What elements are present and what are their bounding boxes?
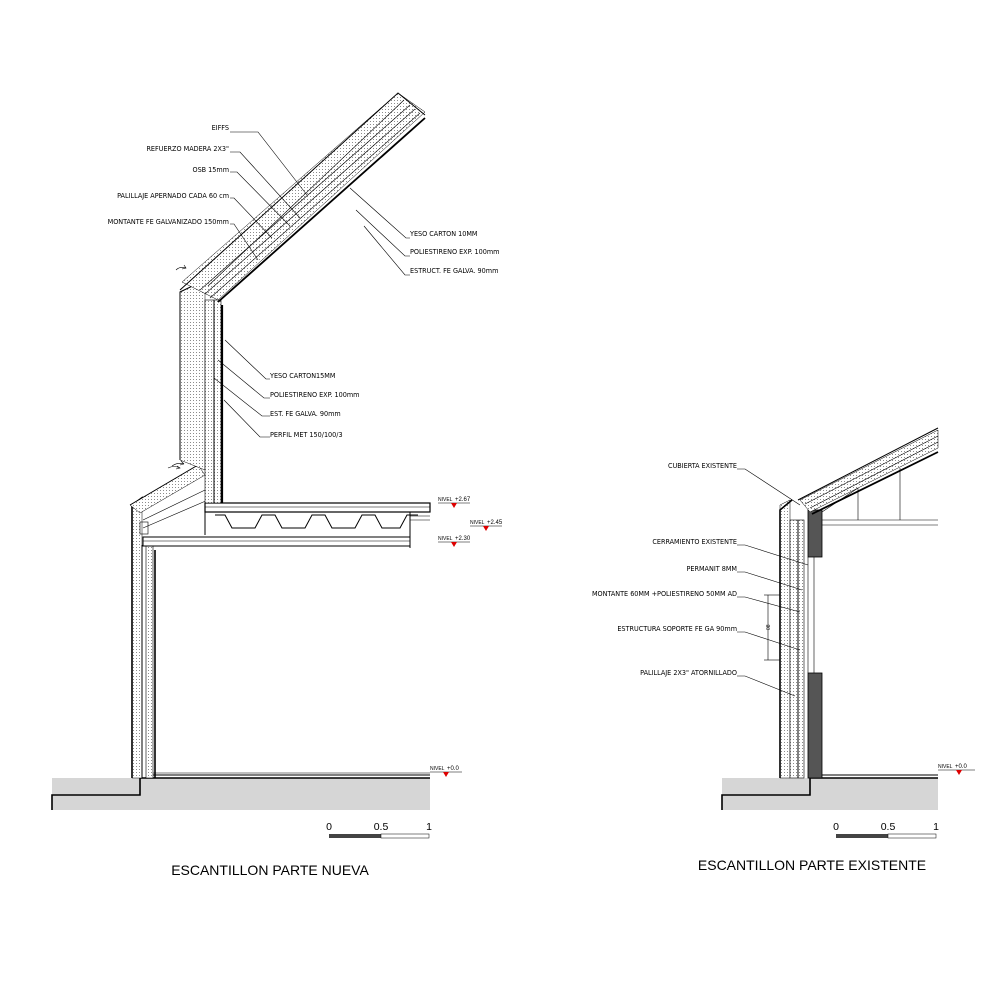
level-marker-267: NIVEL +2.67	[438, 497, 471, 508]
new-roof	[179, 92, 426, 303]
new-leaders	[213, 131, 410, 438]
label-estructura-soporte: ESTRUCTURA SOPORTE FE GA 90mm	[617, 624, 737, 633]
label-cubierta-existente: CUBIERTA EXISTENTE	[668, 461, 737, 470]
new-ground	[51, 772, 430, 810]
svg-text:1: 1	[933, 821, 939, 833]
label-perfil-met: PERFIL MET 150/100/3	[270, 430, 343, 439]
svg-text:1: 1	[426, 821, 432, 833]
svg-text:+0.0: +0.0	[955, 764, 968, 770]
label-est-fe-galva: EST. FE GALVA. 90mm	[270, 409, 341, 418]
existing-leaders	[737, 468, 809, 697]
svg-text:0: 0	[326, 821, 332, 833]
svg-text:0.5: 0.5	[374, 821, 389, 833]
existing-roof	[797, 427, 939, 526]
label-palillaje-apernado: PALILLAJE APERNADO CADA 60 cm	[117, 191, 229, 200]
scale-bar-existing: 0 0.5 1	[833, 821, 939, 839]
svg-text:+2.45: +2.45	[487, 520, 503, 526]
label-poliestireno-wall: POLIESTIRENO EXP. 100mm	[270, 390, 359, 399]
svg-text:NIVEL: NIVEL	[438, 497, 453, 503]
label-refuerzo-madera: REFUERZO MADERA 2X3"	[146, 144, 229, 153]
label-montante-60: MONTANTE 60MM +POLIESTIRENO 50MM AD	[592, 589, 737, 598]
label-cerramiento-existente: CERRAMIENTO EXISTENTE	[652, 537, 737, 546]
existing-dimension: 08	[764, 594, 780, 661]
svg-text:+2.30: +2.30	[455, 536, 471, 542]
svg-text:NIVEL: NIVEL	[438, 536, 453, 542]
existing-wall	[779, 499, 823, 779]
level-marker-230: NIVEL +2.30	[438, 536, 471, 547]
level-marker-00-existing: NIVEL +0.0	[938, 764, 975, 775]
level-marker-245: NIVEL +2.45	[470, 520, 503, 531]
svg-text:NIVEL: NIVEL	[470, 520, 485, 526]
new-floor-slab	[142, 502, 431, 548]
label-estruct-fe: ESTRUCT. FE GALVA. 90mm	[410, 266, 498, 275]
new-lower-eave	[129, 460, 209, 535]
title-existing-part: ESCANTILLON PARTE EXISTENTE	[698, 857, 926, 873]
title-new-part: ESCANTILLON PARTE NUEVA	[171, 862, 369, 878]
label-montante-fe: MONTANTE FE GALVANIZADO 150mm	[108, 217, 229, 226]
svg-text:+2.67: +2.67	[455, 497, 471, 503]
svg-text:08: 08	[766, 624, 772, 630]
svg-text:+0.0: +0.0	[447, 766, 460, 772]
svg-text:NIVEL: NIVEL	[938, 764, 953, 770]
label-eiffs: EIFFS	[212, 123, 229, 132]
svg-text:NIVEL: NIVEL	[430, 766, 445, 772]
new-upper-wall	[167, 264, 224, 504]
svg-text:0: 0	[833, 821, 839, 833]
level-marker-00-new: NIVEL +0.0	[430, 766, 462, 777]
existing-ground	[721, 774, 938, 810]
svg-text:0.5: 0.5	[881, 821, 896, 833]
new-part-section: EIFFS REFUERZO MADERA 2X3" OSB 15mm PALI…	[51, 92, 503, 878]
label-palillaje-atornillado: PALILLAJE 2X3" ATORNILLADO	[640, 668, 737, 677]
label-permanit: PERMANIT 8MM	[687, 564, 738, 573]
label-yeso-carton-15: YESO CARTON15MM	[269, 371, 335, 380]
label-yeso-carton-10: YESO CARTON 10MM	[409, 229, 478, 238]
existing-part-section: 08 CUBIERTA EXISTENTE CERRAMIENTO EXISTE…	[592, 427, 975, 873]
scale-bar-new: 0 0.5 1	[326, 821, 432, 839]
label-poliestireno-roof: POLIESTIRENO EXP. 100mm	[410, 247, 499, 256]
label-osb: OSB 15mm	[192, 165, 229, 174]
